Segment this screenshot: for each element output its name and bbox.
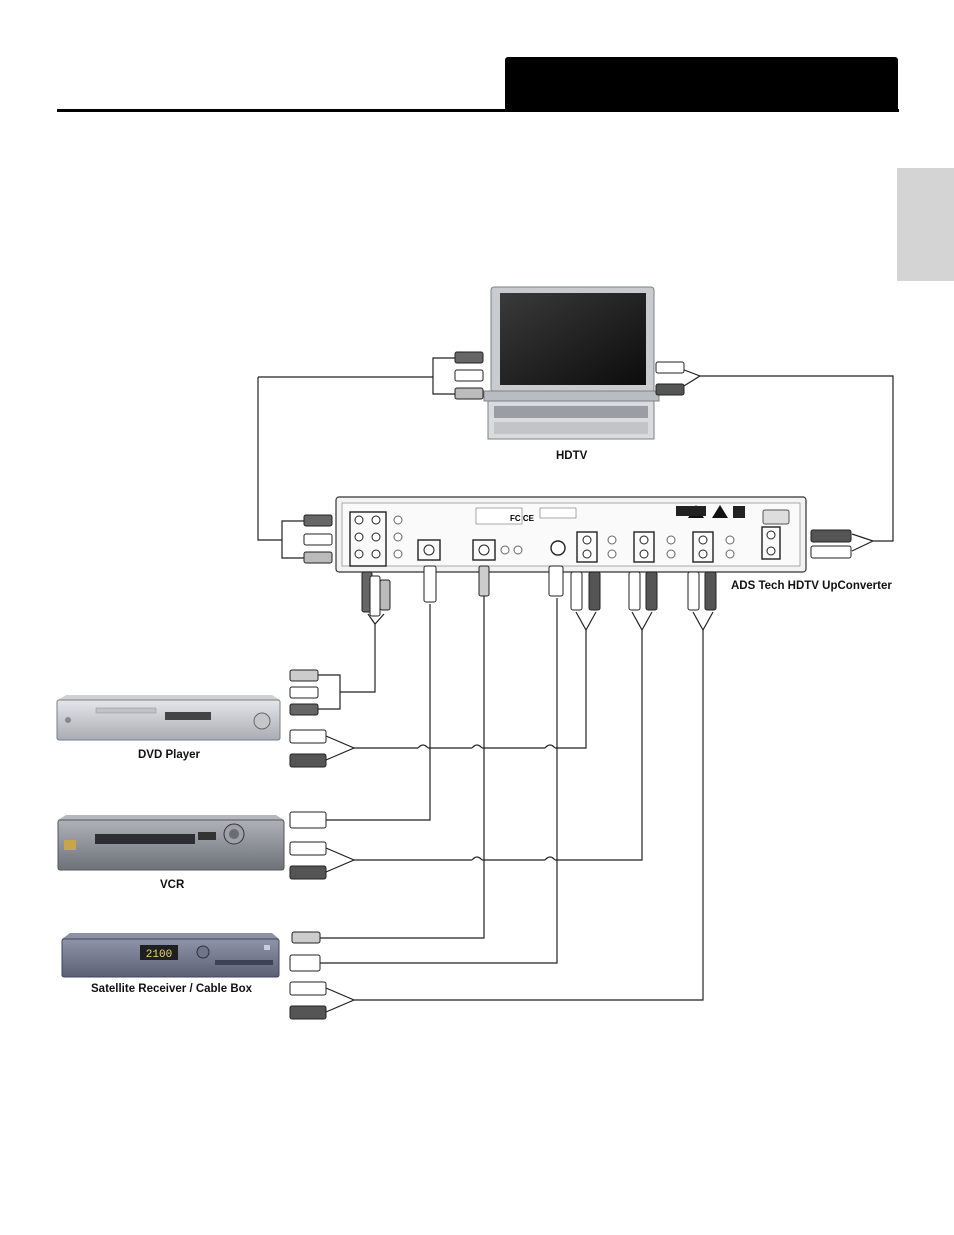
satellite-receiver-label: Satellite Receiver / Cable Box	[91, 983, 253, 995]
hdtv-illustration	[483, 286, 660, 440]
dvd-player-label: DVD Player	[138, 749, 201, 761]
upconverter-label: ADS Tech HDTV UpConverter	[731, 580, 892, 592]
vcr-label: VCR	[160, 879, 185, 891]
dvd-player-illustration	[56, 695, 281, 741]
header-rule	[57, 109, 899, 112]
header-bar	[505, 57, 898, 112]
svg-text:FC CE: FC CE	[510, 514, 535, 523]
vcr-illustration	[57, 815, 285, 871]
satellite-clock-display: 2100	[146, 949, 172, 961]
hdtv-label: HDTV	[556, 450, 588, 462]
chapter-tab	[897, 168, 954, 281]
cable-lines	[257, 357, 894, 1013]
upconverter-panel: FC CE	[335, 496, 807, 573]
cable-plugs	[289, 351, 852, 1020]
satellite-receiver-illustration: 2100	[61, 933, 280, 978]
